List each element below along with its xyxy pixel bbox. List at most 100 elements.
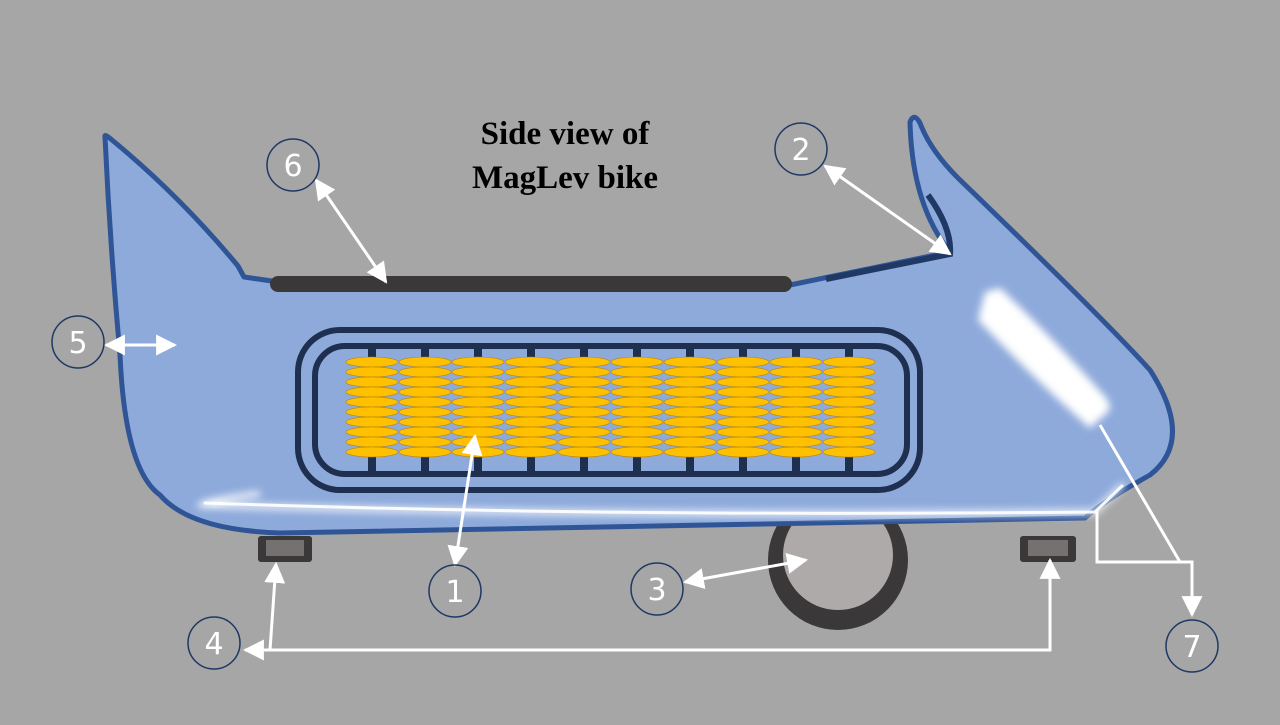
coil-winding (716, 436, 770, 448)
coil-winding (610, 376, 664, 388)
callout-4: 4 (187, 616, 241, 670)
coil-winding (769, 366, 823, 378)
coil-winding (822, 426, 876, 438)
svg-text:4: 4 (204, 627, 223, 662)
coil-winding (716, 416, 770, 428)
coil-winding (822, 356, 876, 368)
coil-winding (716, 386, 770, 398)
coil-winding (822, 376, 876, 388)
coil-winding (716, 446, 770, 458)
coil-winding (504, 366, 558, 378)
coil-winding (504, 356, 558, 368)
coil-winding (663, 416, 717, 428)
coil-winding (610, 416, 664, 428)
coil-winding (769, 386, 823, 398)
coil-winding (398, 366, 452, 378)
coil-winding (345, 396, 399, 408)
coil-winding (822, 386, 876, 398)
coil-winding (345, 366, 399, 378)
coil-winding (557, 416, 611, 428)
coil-winding (504, 426, 558, 438)
coil-winding (398, 396, 452, 408)
coil-winding (769, 376, 823, 388)
coil-winding (345, 376, 399, 388)
coil-winding (769, 416, 823, 428)
coil-winding (557, 386, 611, 398)
coil-winding (716, 396, 770, 408)
coil-winding (716, 406, 770, 418)
callout-2: 2 (774, 122, 828, 176)
coil-winding (716, 376, 770, 388)
coil-winding (398, 416, 452, 428)
coil-winding (822, 396, 876, 408)
title-line-2: MagLev bike (471, 160, 659, 196)
coil-winding (504, 406, 558, 418)
coil-winding (345, 446, 399, 458)
coil-winding (769, 426, 823, 438)
callout-7: 7 (1165, 619, 1219, 673)
svg-text:2: 2 (791, 133, 810, 168)
body-highlight-rear (978, 288, 1110, 428)
coil-winding (451, 436, 505, 448)
coil-winding (345, 426, 399, 438)
coil-winding (557, 406, 611, 418)
coil-winding (716, 356, 770, 368)
coil-winding (822, 446, 876, 458)
coil-winding (398, 376, 452, 388)
coil-winding (769, 446, 823, 458)
svg-text:1: 1 (445, 575, 464, 610)
coil-winding (822, 436, 876, 448)
coil-winding (663, 426, 717, 438)
coil-winding (451, 426, 505, 438)
coil-winding (504, 416, 558, 428)
coil-winding (451, 366, 505, 378)
callout-3: 3 (630, 562, 684, 616)
callout-arrows (103, 164, 1203, 661)
coil-winding (504, 386, 558, 398)
diagram-title: Side view of MagLev bike (420, 112, 710, 200)
coil-winding (610, 366, 664, 378)
coil-winding (716, 426, 770, 438)
coil-winding (504, 376, 558, 388)
coil-winding (345, 386, 399, 398)
coil-winding (663, 446, 717, 458)
magnet-coil-assembly (295, 327, 923, 493)
coil-winding (504, 446, 558, 458)
svg-text:5: 5 (68, 326, 87, 361)
coil-winding (610, 446, 664, 458)
coil-winding (769, 406, 823, 418)
coil-winding (345, 406, 399, 418)
coil-winding (663, 376, 717, 388)
svg-text:7: 7 (1182, 630, 1201, 665)
coil-winding (663, 436, 717, 448)
coil-winding (557, 396, 611, 408)
coil-winding (663, 386, 717, 398)
coil-winding (557, 376, 611, 388)
coil-winding (451, 386, 505, 398)
coil-winding (451, 446, 505, 458)
callout-1: 1 (428, 564, 482, 618)
coil-winding (822, 366, 876, 378)
callout-5: 5 (51, 315, 105, 369)
coil-winding (345, 416, 399, 428)
coil-winding (610, 406, 664, 418)
coil-winding (610, 396, 664, 408)
coil-winding (451, 406, 505, 418)
coil-winding (769, 436, 823, 448)
coil-winding (557, 446, 611, 458)
svg-text:6: 6 (283, 149, 302, 184)
coil-winding (769, 396, 823, 408)
coil-winding (398, 406, 452, 418)
coil-winding (716, 366, 770, 378)
title-line-1: Side view of (480, 116, 650, 152)
coil-winding (451, 416, 505, 428)
coil-winding (557, 436, 611, 448)
coil-winding (663, 396, 717, 408)
coil-winding (610, 426, 664, 438)
coil-winding (345, 356, 399, 368)
coil-winding (663, 356, 717, 368)
coil-winding (610, 386, 664, 398)
coil-winding (504, 396, 558, 408)
